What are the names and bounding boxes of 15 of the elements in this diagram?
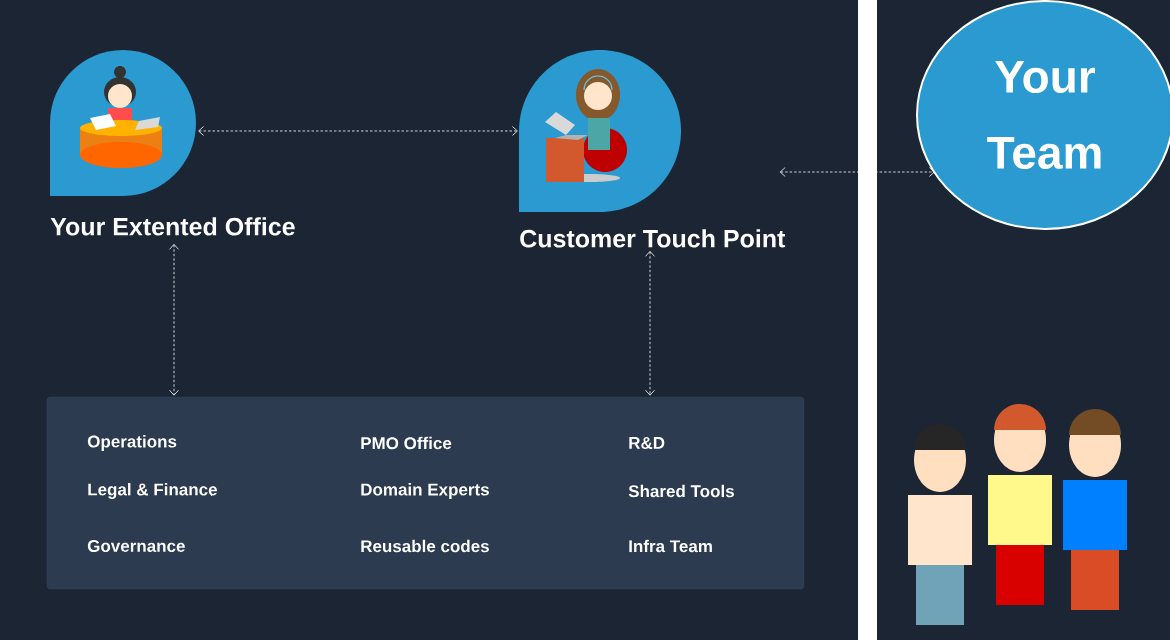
service-label: Governance <box>87 540 185 552</box>
service-label: Shared Tools <box>628 484 734 498</box>
node-heading: Customer Touch Point <box>520 229 786 248</box>
connector-arrow <box>779 167 935 177</box>
service-label: Infra Team <box>629 539 712 553</box>
service-label: Reusable codes <box>361 539 489 553</box>
connector-arrow <box>645 250 655 396</box>
connector-arrow <box>198 126 518 136</box>
node-heading: Your Extented Office <box>50 217 295 236</box>
service-label: PMO Office <box>361 436 452 450</box>
service-label: Domain Experts <box>361 483 489 499</box>
service-label: R&D <box>629 437 665 449</box>
service-label: Legal & Finance <box>88 483 217 499</box>
service-label: Operations <box>87 435 177 451</box>
connector-arrow <box>169 243 179 396</box>
